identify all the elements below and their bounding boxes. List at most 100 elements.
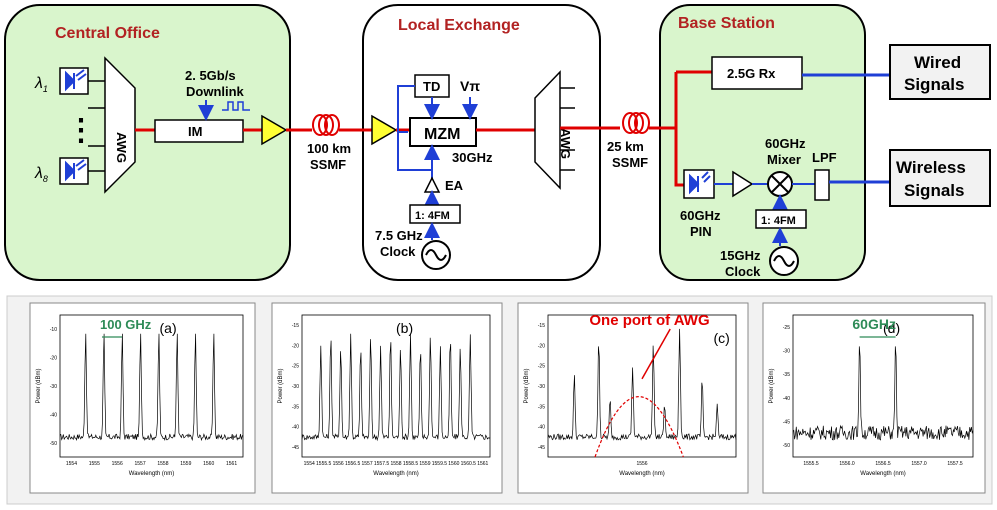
ytick-label: -40 [783,396,790,402]
xtick-label: 1559 [419,461,430,467]
x-axis-label: Wavelength (nm) [860,471,905,477]
downlink-label: Downlink [186,84,245,99]
xtick-label: 1560.5 [461,461,477,467]
laser-1-box [59,67,89,95]
laser-8-icon [65,159,87,182]
vpi-label: Vπ [460,78,480,94]
spectrum-trace [547,328,737,441]
xtick-label: 1560 [448,461,459,467]
ytick-label: -10 [50,327,57,333]
ytick-label: -20 [50,356,57,362]
xtick-label: 1556 [112,461,123,467]
xtick-label: 1561 [477,461,488,467]
y-axis-label: Power (dBm) [769,368,775,403]
mzm-modulator [409,117,477,147]
xtick-label: 1557 [362,461,373,467]
spacing-annotation: 100 GHz [100,317,152,332]
fiber-spool-2-icon [622,112,650,134]
le-fm-label: 1: 4FM [415,210,450,222]
awg-demux-label: AWG [558,128,573,159]
x-axis-label: Wavelength (nm) [373,471,418,477]
lpf-box [814,169,830,201]
le-clock-label: Clock [380,244,416,259]
xtick-label: 1557 [135,461,146,467]
bs-clock-label: Clock [725,264,761,279]
ytick-label: -45 [292,445,299,451]
fiber-1-type: SSMF [310,157,346,172]
ytick-label: -30 [538,384,545,390]
td-label: TD [423,79,440,94]
fiber-spool-1-icon [312,114,340,136]
local-exchange-title: Local Exchange [398,17,520,34]
awg-demux [534,70,561,190]
spectrum-trace [792,346,974,441]
ytick-label: -50 [50,441,57,447]
le-clock-freq: 7.5 GHz [375,228,423,243]
edfa-amplifier-1 [261,114,288,146]
ytick-label: -20 [292,343,299,349]
xtick-label: 1556 [333,461,344,467]
ytick-label: -40 [50,412,57,418]
xtick-label: 1558 [157,461,168,467]
ytick-label: -30 [783,349,790,355]
ytick-label: -50 [783,443,790,449]
xtick-label: 1555 [89,461,100,467]
y-axis-label: Power (dBm) [36,368,42,403]
ytick-label: -15 [538,323,545,329]
data-pulse-icon [222,101,250,111]
xtick-label: 1559.5 [432,461,448,467]
panel-tag: (d) [883,320,900,336]
wired-signals-line1: Wired [914,53,961,72]
laser-1-icon [65,69,87,92]
wired-signals-box [889,44,991,100]
ytick-label: -30 [50,384,57,390]
fiber-2-length: 25 km [607,139,644,154]
ytick-label: -30 [292,384,299,390]
awg-mux [104,56,136,194]
im-label: IM [188,124,202,139]
xtick-label: 1556.5 [875,461,891,467]
bs-split-red [674,72,684,187]
wireless-signals-box [889,149,991,207]
mixer-label: Mixer [767,152,801,167]
lambda-8-label: λ8 [34,165,48,184]
ytick-label: -45 [783,420,790,426]
xtick-label: 1560 [203,461,214,467]
xtick-label: 1556.0 [839,461,855,467]
xtick-label: 1558 [390,461,401,467]
xtick-label: 1558.5 [403,461,419,467]
central-office-title: Central Office [55,25,160,42]
spectrum-trace [301,333,491,442]
awg-port-annotation: One port of AWG [589,312,709,329]
lambda-1-label: λ1 [34,75,48,94]
spectrum-trace [59,333,244,442]
awg-mux-label: AWG [114,132,129,163]
wireless-signals-line2: Signals [904,181,964,200]
pin-freq: 60GHz [680,208,721,223]
ytick-label: -25 [538,364,545,370]
bias-feedback-line [397,132,432,171]
mzm-freq-label: 30GHz [452,150,493,165]
awg-passband-curve [594,396,684,458]
x-axis-label: Wavelength (nm) [619,471,664,477]
wireless-signals-line1: Wireless [896,158,966,177]
y-axis-label: Power (dBm) [524,368,530,403]
rx-box [711,56,803,90]
central-office-box [4,4,291,281]
bs-fm-label: 1: 4FM [761,215,796,227]
ytick-label: -45 [538,445,545,451]
ytick-label: -20 [538,343,545,349]
ea-label: EA [445,178,464,193]
ytick-label: -35 [538,404,545,410]
xtick-label: 1555.5 [316,461,332,467]
spacing-annotation: 60GHz [852,316,896,332]
panel-tag: (a) [160,320,177,336]
mixer-freq: 60GHz [765,136,806,151]
xtick-label: 1554 [304,461,315,467]
ytick-label: -40 [538,425,545,431]
